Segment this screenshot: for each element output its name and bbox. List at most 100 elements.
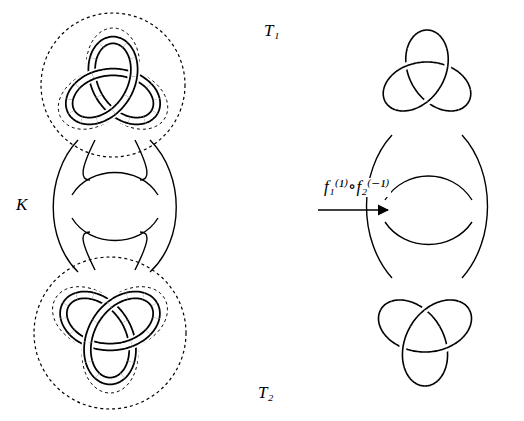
knot-strand [66,296,78,305]
knot-strand [109,296,128,305]
knot-strand [63,304,66,318]
knot-strand [425,348,446,352]
knot-strand [70,85,78,99]
knot-label: K [14,196,29,215]
knot-strand [64,317,72,332]
knot-strand [445,337,463,348]
knot-strand [440,67,448,88]
knot-strand [95,304,110,321]
knot-strand [395,110,411,111]
knot-strand [109,296,128,305]
knot-strand [122,362,131,377]
knot-strand [64,317,72,332]
knot-strand [87,341,89,362]
knot-strand [403,325,411,347]
knot-strand [458,301,469,310]
knot-strand [89,361,98,376]
knot-strand [410,309,425,326]
knot-strand [81,120,97,121]
knot-strand [93,72,113,76]
knot-strand [127,295,144,297]
knot-strand [415,30,428,35]
knot-label: T₂ [256,384,275,403]
knot-strand [412,85,426,102]
tangle-region [41,13,185,157]
knot-strand [96,112,114,121]
knot-strand [442,300,459,302]
knot-strand [125,45,133,59]
knot-strand [468,89,471,102]
knot-strand [128,120,145,121]
knot-strand [110,343,131,347]
knot-strand [122,362,131,377]
knot-strand [442,110,459,111]
knot-strand [69,98,71,112]
knot-strand [410,102,428,111]
knot-strand [69,98,71,112]
knot-strand [463,76,471,90]
knot-strand [458,301,469,310]
knot-strand [378,300,471,386]
knot-strand [130,332,148,343]
knot-strand [154,305,156,319]
knot-strand [125,45,133,59]
knot-strand [384,75,392,89]
knot-strand [383,30,471,111]
knot-strand [154,99,157,112]
knot-strand [440,67,448,88]
knot-strand [101,40,114,45]
knot-strand [63,295,156,381]
knot-strand [63,304,66,318]
knot-strand [412,380,425,386]
knot-strand [426,310,441,328]
knot-strand [101,40,114,45]
knot-strand [385,101,396,110]
knot-strand [469,310,471,324]
knot-strand [95,304,110,321]
knot-strand [113,40,126,45]
knot-strand [128,120,145,121]
knot-strand [424,381,437,386]
knot-strand [379,322,387,337]
knot-strand [77,295,95,296]
knot-strand [66,296,78,305]
knot-strand [458,102,469,110]
knot-strand [126,77,134,98]
knot-strand [69,40,157,121]
knot-strand [154,305,156,319]
knot-strand [93,44,102,58]
knot-strand [122,362,131,377]
knot-strand [110,343,131,347]
knot-strand [402,346,404,367]
knot-strand [110,343,131,347]
knot-strand [130,332,148,343]
knot-strand [439,35,447,49]
knot-strand [69,98,71,112]
knot-strand [412,380,425,386]
knot-strand [147,318,156,333]
knot-strand [127,295,144,297]
knot-strand [442,300,459,302]
knot-strand [112,96,126,112]
knot-strand [71,111,82,120]
knot-strand [427,30,440,35]
knot-strand [404,366,413,381]
knot-strand [437,367,446,382]
knot-strand [109,296,128,305]
knot-strand [469,310,471,324]
knot-strand [93,44,102,58]
knot-strand [81,120,97,121]
map-arrow [318,209,388,210]
knot-strand [144,112,155,120]
knot-strand [97,375,110,381]
knot-strand [415,30,428,35]
knot-strand [126,77,134,98]
knot-strand [395,110,411,111]
knot-strand [381,301,393,310]
knot-strand [144,112,155,120]
knot-strand [70,85,78,99]
knot-strand [404,366,413,381]
knot-strand [462,323,471,338]
knot-strand [77,75,94,86]
